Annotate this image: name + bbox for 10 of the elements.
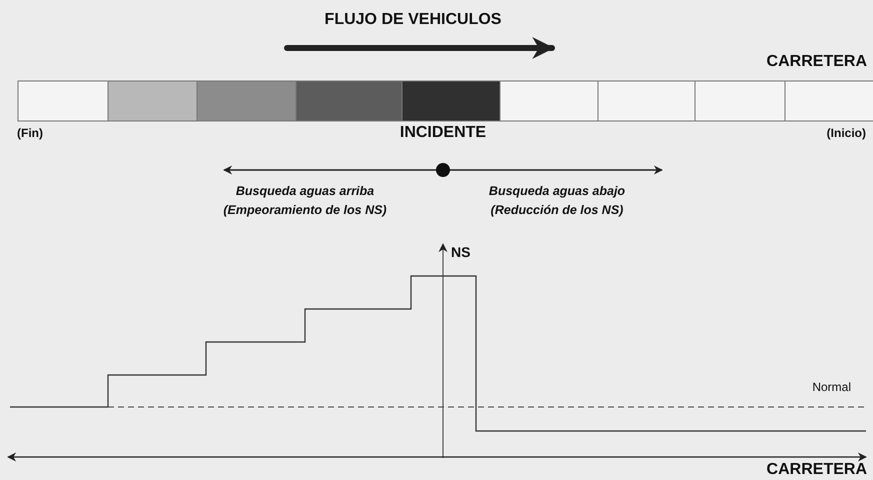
end-label: (Fin) xyxy=(17,127,43,141)
upstream-search-label: Busqueda aguas arriba (Empeoramiento de los NS) xyxy=(222,183,388,219)
downstream-search-label: Busqueda aguas abajo (Reducción de los NS) xyxy=(488,183,626,219)
axis-label: NS xyxy=(451,244,470,260)
normal-label: Normal xyxy=(812,381,851,395)
flow-title: FLUJO DE VEHICULOS xyxy=(324,11,502,30)
start-label: (Inicio) xyxy=(826,127,866,141)
road-label: CARRETERA xyxy=(766,461,867,480)
road-label: CARRETERA xyxy=(766,53,867,72)
incident-label: INCIDENTE xyxy=(400,124,486,142)
